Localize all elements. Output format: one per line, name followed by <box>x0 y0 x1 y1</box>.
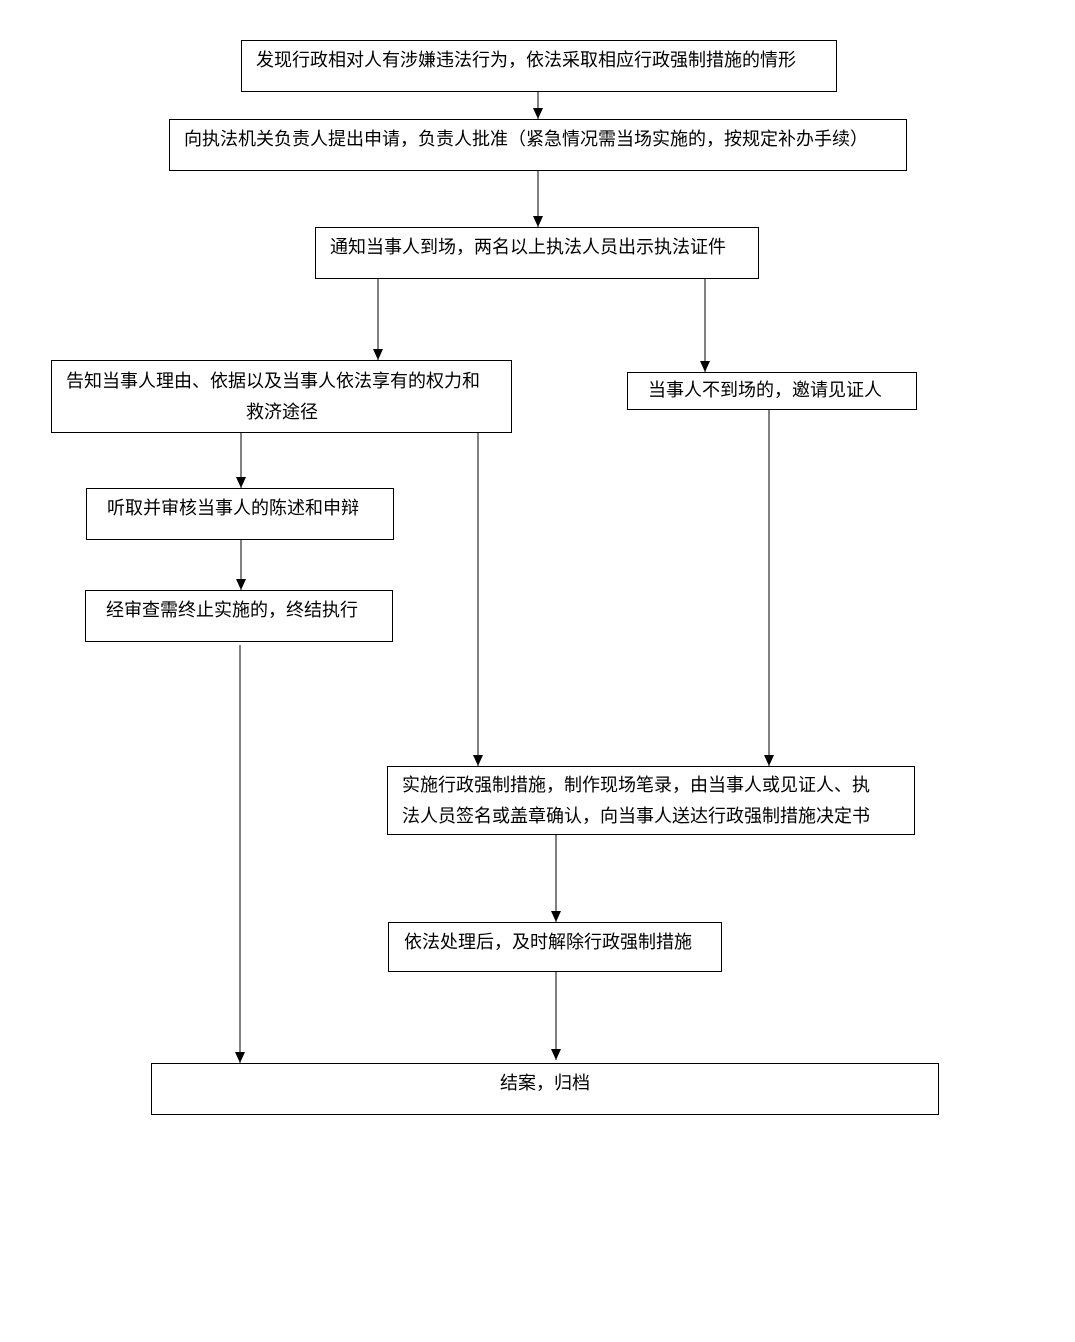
arrowhead-apply-to-notify <box>533 216 543 227</box>
arrowhead-implement-to-release <box>551 911 561 922</box>
node-close-text: 结案，归档 <box>500 1073 590 1094</box>
arrowhead-inform-to-hear <box>236 477 246 488</box>
node-implement-text-line2: 法人员签名或盖章确认，向当事人送达行政强制措施决定书 <box>402 806 870 827</box>
node-implement-text-line1: 实施行政强制措施，制作现场笔录，由当事人或见证人、执 <box>402 775 870 796</box>
node-close: 结案，归档 <box>151 1063 939 1115</box>
node-release-text: 依法处理后，及时解除行政强制措施 <box>404 932 692 953</box>
node-inform: 告知当事人理由、依据以及当事人依法享有的权力和 救济途径 <box>51 360 512 433</box>
arrowhead-absent-to-implement <box>764 755 774 766</box>
node-apply-text: 向执法机关负责人提出申请，负责人批准（紧急情况需当场实施的，按规定补办手续） <box>184 129 868 150</box>
arrowhead-release-to-close <box>551 1049 561 1060</box>
arrowhead-discover-to-apply <box>533 108 543 119</box>
node-release: 依法处理后，及时解除行政强制措施 <box>388 922 722 972</box>
node-inform-text-line2: 救济途径 <box>246 402 318 423</box>
node-discover-text: 发现行政相对人有涉嫌违法行为，依法采取相应行政强制措施的情形 <box>256 50 796 71</box>
arrowhead-notify-to-inform <box>373 349 383 360</box>
node-hear: 听取并审核当事人的陈述和申辩 <box>86 488 394 540</box>
node-implement: 实施行政强制措施，制作现场笔录，由当事人或见证人、执 法人员签名或盖章确认，向当… <box>387 766 915 835</box>
node-hear-text: 听取并审核当事人的陈述和申辩 <box>107 498 359 519</box>
node-terminate: 经审查需终止实施的，终结执行 <box>85 590 393 642</box>
arrowhead-notify-to-absent <box>700 361 710 372</box>
node-terminate-text: 经审查需终止实施的，终结执行 <box>106 600 358 621</box>
arrowhead-inform-to-implement <box>473 755 483 766</box>
node-apply: 向执法机关负责人提出申请，负责人批准（紧急情况需当场实施的，按规定补办手续） <box>169 119 907 171</box>
arrowhead-hear-to-terminate <box>236 579 246 590</box>
node-notify: 通知当事人到场，两名以上执法人员出示执法证件 <box>315 227 759 279</box>
arrowhead-terminate-to-close <box>235 1052 245 1063</box>
node-inform-text-line1: 告知当事人理由、依据以及当事人依法享有的权力和 <box>66 371 480 392</box>
node-absent: 当事人不到场的，邀请见证人 <box>627 372 917 410</box>
node-notify-text: 通知当事人到场，两名以上执法人员出示执法证件 <box>330 237 726 258</box>
node-discover: 发现行政相对人有涉嫌违法行为，依法采取相应行政强制措施的情形 <box>241 40 837 92</box>
node-absent-text: 当事人不到场的，邀请见证人 <box>648 380 882 401</box>
